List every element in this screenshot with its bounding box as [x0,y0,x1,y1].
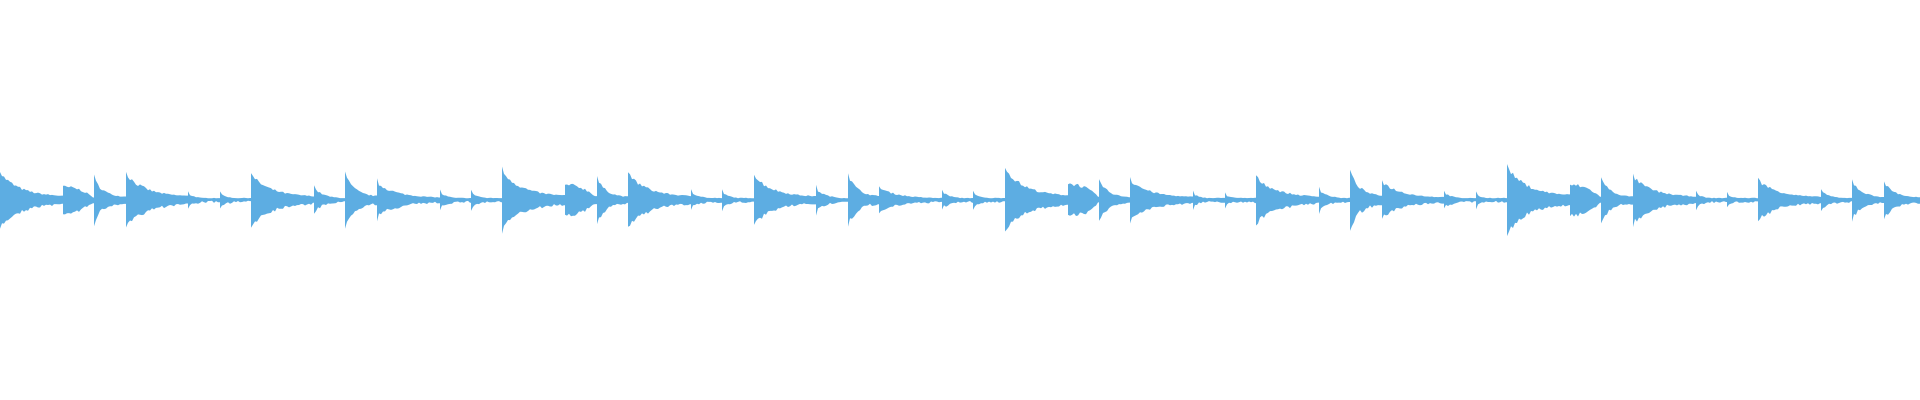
waveform-note-segment [597,176,628,225]
waveform [0,164,1920,237]
waveform-note-segment [848,173,879,227]
waveform-note-segment [63,185,94,215]
waveform-note-segment [1382,180,1444,219]
waveform-note-segment [345,171,377,229]
waveform-note-segment [0,172,63,229]
waveform-note-segment [722,189,754,212]
waveform-note-segment [691,189,722,210]
waveform-note-segment [1633,173,1696,228]
waveform-note-segment [754,174,816,225]
waveform-note-segment [126,171,188,228]
waveform-note-segment [879,186,942,214]
waveform-note-segment [1350,169,1382,231]
waveform-note-segment [973,190,1005,210]
waveform-note-segment [1005,167,1068,232]
waveform-note-segment [1193,190,1225,210]
waveform-note-segment [1570,184,1601,217]
waveform-note-segment [94,174,126,227]
waveform-note-segment [1319,186,1350,214]
waveform-note-segment [1444,190,1476,209]
waveform-note-segment [565,183,597,217]
waveform-note-segment [471,189,502,211]
waveform-note-segment [1758,177,1821,222]
waveform-note-segment [1601,177,1633,224]
waveform-note-segment [1696,190,1727,211]
waveform-note-segment [377,178,440,222]
waveform-note-segment [1884,181,1920,220]
waveform-note-segment [816,184,848,216]
waveform-note-segment [1068,183,1099,216]
waveform-note-segment [1099,179,1130,221]
waveform-note-segment [1727,191,1758,208]
waveform-note-segment [440,189,471,211]
waveform-note-segment [1476,191,1507,210]
waveform-note-segment [251,173,314,228]
waveform-note-segment [314,185,345,214]
waveform-note-segment [1821,189,1852,212]
waveform-note-segment [1507,164,1570,237]
waveform-note-segment [1225,192,1256,209]
waveform-note-segment [502,166,565,234]
waveform-note-segment [1130,177,1193,224]
waveform-note-segment [1852,179,1884,222]
waveform-note-segment [628,172,691,227]
waveform-note-segment [1256,175,1319,226]
waveform-note-segment [188,191,220,209]
waveform-note-segment [942,189,973,210]
waveform-note-segment [220,191,251,209]
